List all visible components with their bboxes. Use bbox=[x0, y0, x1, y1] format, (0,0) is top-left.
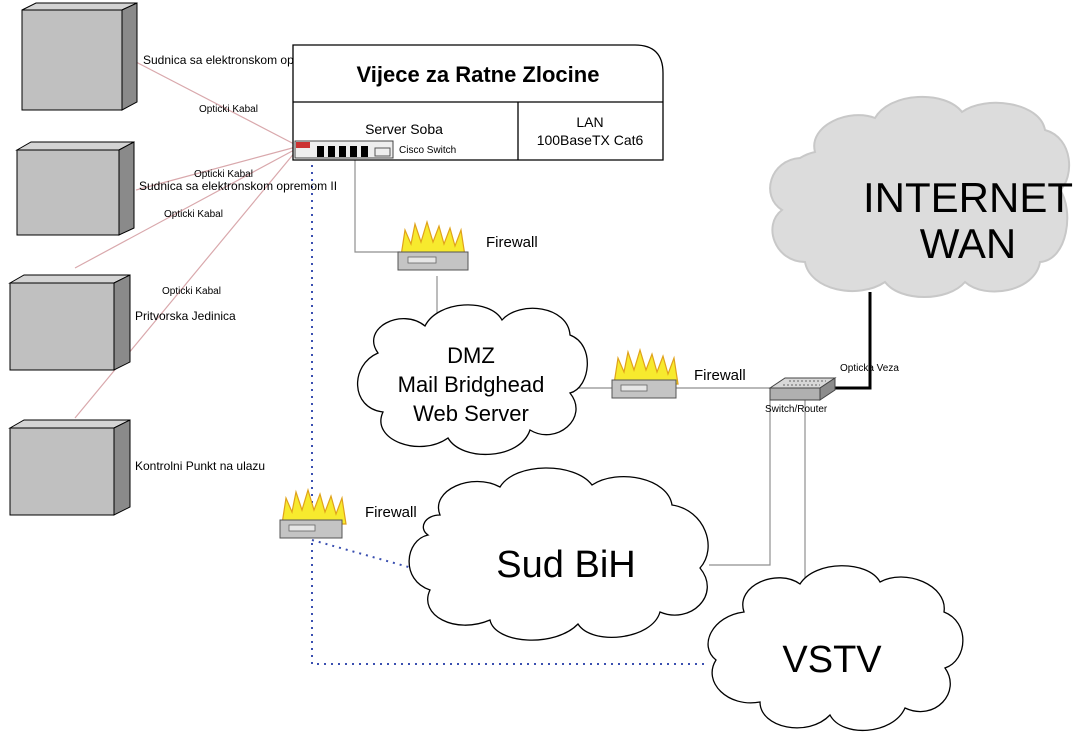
cable-label-4: Opticki Kabal bbox=[162, 286, 221, 297]
dmz-label-line2: Mail Bridghead bbox=[398, 372, 545, 397]
dotted-lines bbox=[311, 158, 706, 665]
room-box-4: Kontrolni Punkt na ulazu bbox=[8, 419, 265, 516]
building-title: Vijece za Ratne Zlocine bbox=[357, 62, 600, 87]
room-box-1: Sudnica sa elektronskom opremom I bbox=[21, 2, 338, 111]
fiber-line-room-1 bbox=[135, 61, 297, 146]
cable-label-2: Opticki Kabal bbox=[194, 169, 253, 180]
firewall-flame-icon bbox=[611, 349, 679, 399]
server-room-label: Server Soba bbox=[365, 121, 443, 137]
server-box-icon bbox=[8, 419, 131, 516]
router-to-sud-line bbox=[709, 400, 771, 566]
firewall-label-3: Firewall bbox=[365, 504, 417, 521]
cisco-switch-icon bbox=[294, 140, 394, 159]
cable-label-1: Opticki Kabal bbox=[199, 104, 258, 115]
firewall-3: Firewall bbox=[279, 489, 417, 539]
fiber-lines bbox=[74, 61, 297, 419]
sud-bih-cloud: Sud BiH bbox=[408, 467, 709, 641]
dmz-label-line3: Web Server bbox=[413, 401, 529, 426]
firewall-flame-icon bbox=[279, 489, 347, 539]
room-label-3: Pritvorska Jedinica bbox=[135, 309, 236, 323]
vstv-cloud: VSTV bbox=[707, 565, 964, 732]
firewall-flame-icon bbox=[397, 221, 469, 271]
lan-label-line2: 100BaseTX Cat6 bbox=[537, 132, 644, 148]
vstv-label: VSTV bbox=[782, 639, 882, 681]
room-box-3: Pritvorska Jedinica bbox=[8, 274, 236, 371]
room-label-2: Sudnica sa elektronskom opremom II bbox=[139, 179, 337, 193]
room-label-4: Kontrolni Punkt na ulazu bbox=[135, 459, 265, 473]
cisco-switch-label: Cisco Switch bbox=[399, 145, 456, 156]
cloud-icon bbox=[356, 304, 588, 456]
switch-to-vstv-dotted-line bbox=[311, 158, 706, 665]
cloud-icon bbox=[707, 565, 964, 732]
room-label-1: Sudnica sa elektronskom opremom I bbox=[143, 53, 338, 67]
firewall-to-sud-dotted-line bbox=[311, 539, 413, 569]
switch-router-icon bbox=[768, 377, 837, 401]
room-box-2: Sudnica sa elektronskom opremom II bbox=[15, 141, 337, 236]
firewall-1: Firewall bbox=[397, 221, 538, 271]
internet-label-line2: WAN bbox=[920, 220, 1016, 267]
cloud-icon bbox=[769, 95, 1071, 298]
building-block: Vijece za Ratne Zlocine Server Soba LAN … bbox=[292, 44, 664, 161]
optical-link-line bbox=[830, 292, 872, 390]
cable-label-3: Opticki Kabal bbox=[164, 209, 223, 220]
fiber-line-room-4 bbox=[74, 150, 297, 419]
switch-router: Switch/Router bbox=[765, 377, 837, 415]
server-box-icon bbox=[8, 274, 131, 371]
dmz-cloud: DMZ Mail Bridghead Web Server bbox=[356, 304, 588, 456]
switch-to-firewall-line bbox=[354, 160, 400, 253]
server-box-icon bbox=[21, 2, 138, 111]
cloud-icon bbox=[408, 467, 709, 641]
router-label: Switch/Router bbox=[765, 404, 828, 415]
uplink-lines bbox=[354, 160, 806, 597]
optical-link-label: Opticka Veza bbox=[840, 363, 899, 374]
server-box-icon bbox=[15, 141, 135, 236]
internet-label-line1: INTERNET bbox=[863, 174, 1073, 221]
firewall-label-1: Firewall bbox=[486, 234, 538, 251]
internet-cloud: INTERNET WAN bbox=[769, 95, 1073, 298]
fiber-line-room-2 bbox=[135, 146, 297, 191]
sud-bih-label: Sud BiH bbox=[496, 544, 635, 586]
lan-label-line1: LAN bbox=[576, 114, 603, 130]
fiber-line-room-3 bbox=[74, 148, 297, 269]
firewall-label-2: Firewall bbox=[694, 367, 746, 384]
firewall-2: Firewall bbox=[611, 349, 746, 399]
dmz-label-line1: DMZ bbox=[447, 343, 495, 368]
